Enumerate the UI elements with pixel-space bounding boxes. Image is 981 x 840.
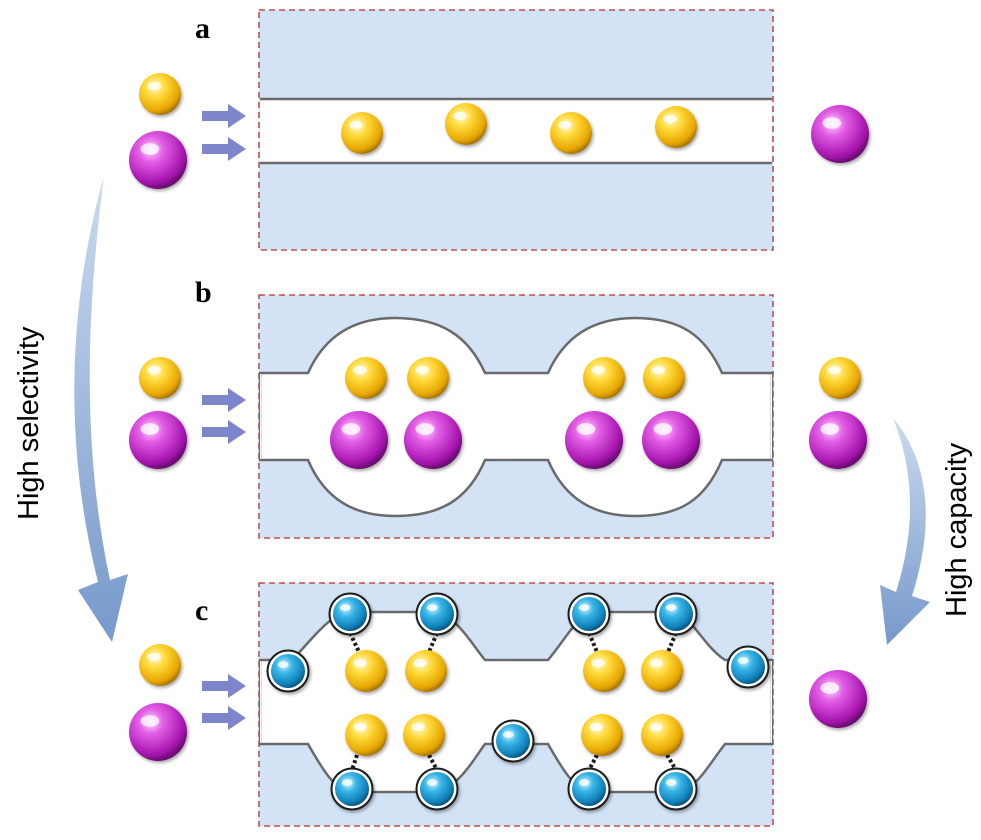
blue-site-sphere-icon bbox=[266, 649, 310, 693]
yellow-sphere-icon bbox=[407, 357, 449, 399]
bond bbox=[427, 632, 439, 653]
curved-arrow-right-icon bbox=[880, 418, 930, 645]
blue-site-sphere-icon bbox=[726, 645, 770, 689]
yellow-sphere-icon bbox=[641, 650, 683, 692]
yellow-sphere-icon bbox=[139, 73, 181, 115]
bond bbox=[587, 754, 599, 771]
right-arrow-icon bbox=[202, 388, 246, 412]
yellow-sphere-icon bbox=[583, 357, 625, 399]
right-arrow-icon bbox=[202, 674, 246, 698]
purple-sphere-icon bbox=[129, 131, 187, 189]
bond bbox=[665, 753, 678, 772]
flow-arrows bbox=[202, 104, 246, 730]
yellow-sphere-icon bbox=[139, 357, 181, 399]
right-arrow-icon bbox=[202, 137, 246, 161]
spheres bbox=[129, 73, 869, 811]
bond bbox=[348, 632, 361, 653]
yellow-sphere-icon bbox=[655, 106, 697, 148]
yellow-sphere-icon bbox=[583, 650, 625, 692]
yellow-sphere-icon bbox=[345, 714, 387, 756]
bond bbox=[666, 632, 678, 653]
panel-b-channel bbox=[258, 316, 774, 518]
bond bbox=[427, 754, 439, 771]
yellow-sphere-icon bbox=[581, 714, 623, 756]
yellow-sphere-icon bbox=[445, 103, 487, 145]
yellow-sphere-icon bbox=[403, 714, 445, 756]
blue-site-sphere-icon bbox=[415, 767, 459, 811]
blue-site-sphere-icon bbox=[491, 719, 535, 763]
blue-site-sphere-icon bbox=[415, 592, 459, 636]
blue-site-sphere-icon bbox=[654, 592, 698, 636]
panel-b: b bbox=[195, 276, 774, 539]
purple-sphere-icon bbox=[404, 411, 462, 469]
yellow-sphere-icon bbox=[405, 650, 447, 692]
panel-label-a: a bbox=[195, 12, 210, 45]
curved-arrow-left-icon bbox=[74, 176, 128, 642]
blue-site-sphere-icon bbox=[567, 767, 611, 811]
panel-label-b: b bbox=[195, 276, 212, 309]
yellow-sphere-icon bbox=[819, 357, 861, 399]
blue-site-sphere-icon bbox=[330, 767, 374, 811]
purple-sphere-icon bbox=[330, 411, 388, 469]
purple-sphere-icon bbox=[129, 411, 187, 469]
annotation-high-capacity: High capacity bbox=[941, 442, 973, 617]
yellow-sphere-icon bbox=[345, 650, 387, 692]
yellow-sphere-icon bbox=[341, 112, 383, 154]
panel-label-c: c bbox=[195, 594, 208, 627]
binding-bonds bbox=[348, 632, 678, 772]
right-arrow-icon bbox=[202, 104, 246, 128]
annotation-high-selectivity: High selectivity bbox=[13, 326, 45, 520]
yellow-sphere-icon bbox=[139, 644, 181, 686]
purple-sphere-icon bbox=[809, 411, 867, 469]
purple-sphere-icon bbox=[811, 105, 869, 163]
yellow-sphere-icon bbox=[641, 714, 683, 756]
bond bbox=[587, 632, 599, 653]
purple-sphere-icon bbox=[129, 703, 187, 761]
bond bbox=[350, 754, 359, 771]
yellow-sphere-icon bbox=[345, 357, 387, 399]
right-arrow-icon bbox=[202, 706, 246, 730]
blue-site-sphere-icon bbox=[567, 592, 611, 636]
yellow-sphere-icon bbox=[550, 112, 592, 154]
blue-site-sphere-icon bbox=[328, 592, 372, 636]
purple-sphere-icon bbox=[809, 670, 867, 728]
purple-sphere-icon bbox=[565, 411, 623, 469]
yellow-sphere-icon bbox=[643, 357, 685, 399]
purple-sphere-icon bbox=[642, 411, 700, 469]
blue-site-sphere-icon bbox=[654, 767, 698, 811]
right-arrow-icon bbox=[202, 420, 246, 444]
